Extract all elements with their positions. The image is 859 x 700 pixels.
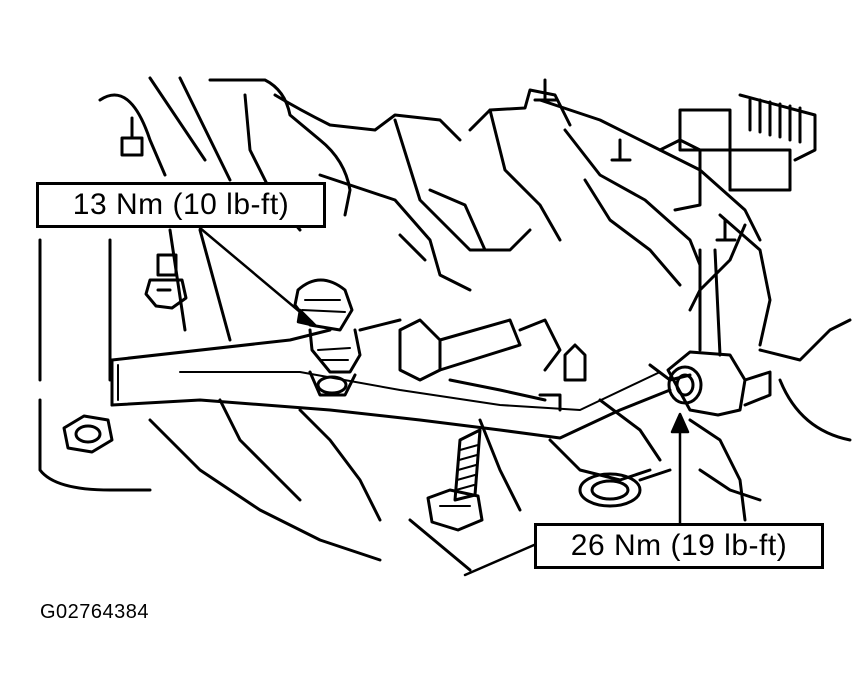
bottom-leader-arrowhead bbox=[670, 412, 690, 434]
torque-callout-upper: 13 Nm (10 lb-ft) bbox=[36, 182, 326, 228]
lower-center-bolt bbox=[408, 428, 484, 572]
top-leader-line bbox=[198, 226, 314, 324]
top-leader-arrowhead bbox=[296, 308, 318, 328]
upper-link-nut bbox=[293, 278, 362, 397]
bracket-bolt-left bbox=[144, 253, 188, 310]
figure-identifier: G02764384 bbox=[40, 601, 150, 623]
leader-lines bbox=[198, 226, 690, 577]
torque-callout-lower: 26 Nm (19 lb-ft) bbox=[534, 523, 824, 569]
engine-background-lines bbox=[38, 76, 852, 562]
lower-left-bolt bbox=[62, 414, 114, 454]
right-bushing-bracket bbox=[666, 248, 772, 417]
